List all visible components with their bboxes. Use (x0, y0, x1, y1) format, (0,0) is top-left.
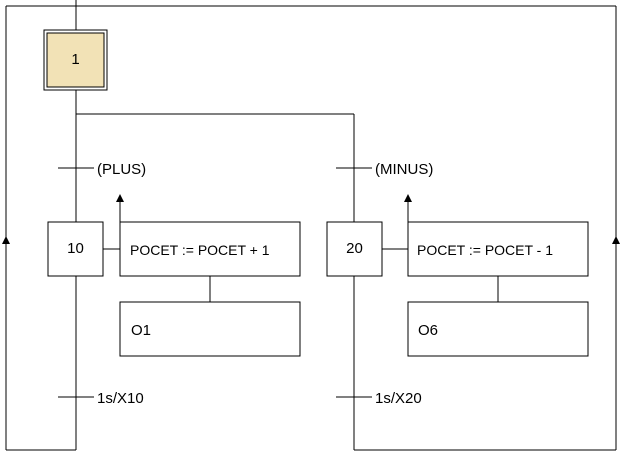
action-box-20[interactable] (407, 221, 589, 277)
output-box-o6[interactable] (407, 301, 589, 357)
transition-minus-label: (MINUS) (375, 161, 433, 178)
output-o1-text: O1 (131, 322, 151, 339)
output-box-o1[interactable] (119, 301, 301, 357)
transition-1s-x10-label: 1s/X10 (97, 390, 144, 407)
initial-step[interactable]: 1 (43, 29, 108, 91)
action-20-text: POCET := POCET - 1 (417, 242, 553, 258)
initial-step-label: 1 (71, 51, 79, 68)
transition-plus-label: (PLUS) (97, 161, 146, 178)
action-box-10[interactable] (119, 221, 301, 277)
action-10-text: POCET := POCET + 1 (130, 242, 270, 258)
initial-step-fill (46, 32, 105, 88)
transition-1s-x20-label: 1s/X20 (375, 390, 422, 407)
step-10-label: 10 (67, 240, 84, 257)
output-o6-text: O6 (418, 322, 438, 339)
step-20[interactable] (326, 221, 383, 277)
step-20-label: 20 (346, 240, 363, 257)
